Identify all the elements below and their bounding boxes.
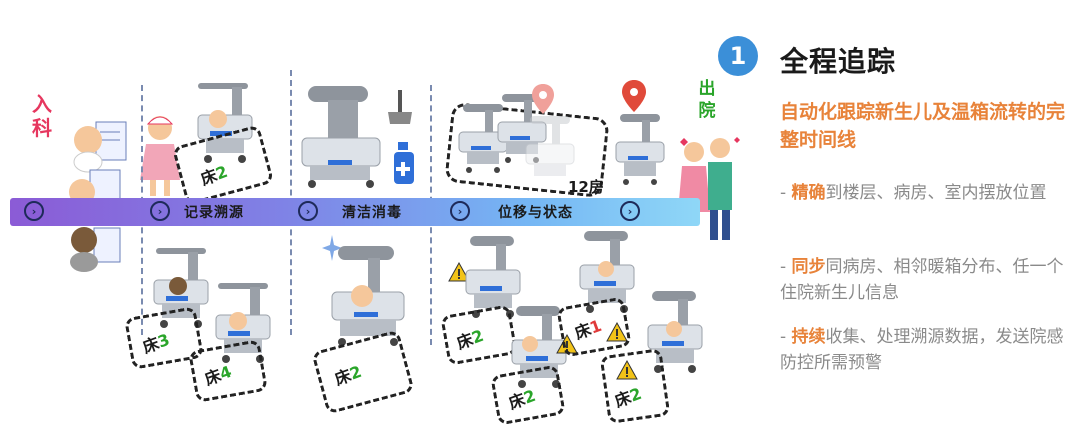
incubator-icon — [331, 246, 405, 346]
incubator-icon — [579, 231, 635, 313]
incubator-icon — [197, 83, 253, 163]
nurse-icon — [140, 116, 180, 196]
timeline-node-icon: › — [620, 201, 640, 221]
sparkle-icon — [322, 235, 342, 261]
incubator-icon — [301, 86, 381, 188]
timeline-node-icon: › — [150, 201, 170, 221]
location-pin-icon — [532, 84, 554, 114]
room-label: 12房 — [568, 178, 604, 196]
timeline-bar: › › 记录溯源 › 清洁消毒 › 位移与状态 › — [10, 198, 700, 226]
warning-icon — [448, 262, 470, 282]
incubator-icon — [647, 291, 703, 373]
step-number-badge: 1 — [718, 36, 758, 76]
feature-item-continuous: - 持续收集、处理溯源数据，发送院感防控所需预警 — [780, 327, 1064, 373]
discharge-label: 出 院 — [698, 79, 716, 121]
timeline-stage-label: 位移与状态 — [498, 205, 573, 221]
location-pin-icon — [622, 80, 646, 112]
warning-icon — [556, 334, 578, 354]
timeline-node-icon: › — [24, 201, 44, 221]
feature-item-precision: - 精确到楼层、病房、室内摆放位置 — [780, 183, 1047, 203]
incubator-icon — [497, 94, 547, 163]
illustration: 入 科 床2 床3 床4 — [10, 70, 740, 426]
spray-bottle-icon — [394, 142, 414, 184]
admit-label: 入 科 — [32, 92, 52, 140]
timeline-node-icon: › — [298, 201, 318, 221]
warning-icon — [606, 322, 628, 342]
broom-icon — [388, 90, 412, 124]
feature-subtitle: 自动化跟踪新生儿及温箱流转的完整时间线 — [780, 101, 1066, 151]
warning-icon — [616, 360, 638, 380]
family-icon — [678, 137, 740, 240]
step-title: 全程追踪 — [780, 45, 897, 78]
feature-item-sync: - 同步同病房、相邻暖箱分布、任一个住院新生儿信息 — [780, 257, 1064, 303]
incubator-icon — [215, 283, 271, 363]
timeline-stage-label: 清洁消毒 — [342, 205, 402, 221]
incubator-icon — [153, 248, 209, 328]
timeline-stage-label: 记录溯源 — [184, 205, 244, 221]
incubator-icon — [465, 236, 521, 318]
bed-zone — [311, 329, 415, 415]
incubator-icon — [525, 116, 575, 176]
incubator-icon — [615, 114, 665, 185]
timeline-node-icon: › — [450, 201, 470, 221]
